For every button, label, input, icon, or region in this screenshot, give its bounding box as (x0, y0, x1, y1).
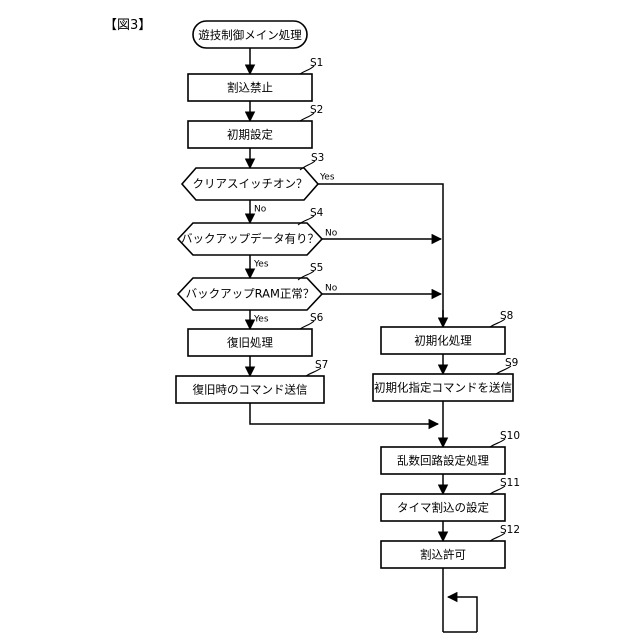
s10-shape (380, 446, 506, 475)
s5-label: バックアップRAM正常？ (186, 287, 315, 301)
s4-leader (297, 215, 315, 226)
s9-label: 初期化指定コマンドを送信 (374, 381, 512, 395)
s2-step: S2 (310, 104, 323, 116)
s11-step: S11 (500, 477, 520, 489)
s11-leader (489, 485, 506, 495)
s3-step: S3 (311, 152, 324, 164)
s6-leader (299, 320, 315, 330)
s1-leader (299, 65, 315, 75)
connector-s3-yes-to-trunk (318, 183, 444, 320)
s1-shape (187, 73, 313, 102)
start-label: 遊技制御メイン処理 (198, 28, 302, 42)
node-s3[interactable]: クリアスイッチオン？ S3 Yes No (180, 152, 335, 215)
s12-shape (380, 540, 506, 569)
s2-leader (299, 112, 315, 122)
s5-leader (297, 270, 315, 281)
connector-loop-back (446, 591, 478, 632)
node-s7[interactable]: 復旧時のコマンド送信 S7 (175, 359, 328, 404)
s4-shape (176, 222, 324, 256)
s6-label: 復旧処理 (227, 336, 273, 350)
s5-yes-label: Yes (253, 315, 269, 325)
s6-shape (187, 328, 313, 357)
node-s6[interactable]: 復旧処理 S6 (187, 312, 324, 357)
s9-leader (495, 365, 512, 375)
node-s1[interactable]: 割込禁止 S1 (187, 57, 323, 102)
s2-label: 初期設定 (227, 128, 273, 142)
s4-label: バックアップデータ有り？ (181, 232, 319, 246)
s8-shape (380, 326, 506, 355)
s7-shape (175, 375, 325, 404)
s11-shape (380, 493, 506, 522)
connector-group (244, 48, 478, 633)
start-shape (192, 20, 308, 49)
s4-step: S4 (310, 207, 324, 219)
s1-step: S1 (310, 57, 323, 69)
node-s9[interactable]: 初期化指定コマンドを送信 S9 (372, 357, 518, 402)
s3-label: クリアスイッチオン？ (193, 177, 308, 191)
node-s5[interactable]: バックアップRAM正常？ S5 No Yes (176, 262, 338, 325)
s11-label: タイマ割込の設定 (397, 501, 489, 515)
s10-step: S10 (500, 430, 520, 442)
node-s4[interactable]: バックアップデータ有り？ S4 No Yes (176, 207, 338, 270)
s4-yes-label: Yes (253, 260, 269, 270)
s4-no-label: No (325, 229, 338, 239)
s12-label: 割込許可 (420, 548, 466, 562)
s12-step: S12 (500, 524, 520, 536)
s7-leader (305, 367, 322, 377)
node-s10[interactable]: 乱数回路設定処理 S10 (380, 430, 520, 475)
s2-shape (187, 120, 313, 149)
s7-label: 復旧時のコマンド送信 (193, 383, 308, 397)
s8-label: 初期化処理 (414, 334, 472, 348)
s3-yes-label: Yes (319, 173, 335, 183)
s3-no-label: No (254, 205, 267, 215)
s1-label: 割込禁止 (227, 81, 273, 95)
node-start[interactable]: 遊技制御メイン処理 (192, 20, 308, 49)
s5-no-label: No (325, 284, 338, 294)
s9-shape (372, 373, 514, 402)
s7-step: S7 (315, 359, 328, 371)
s6-step: S6 (310, 312, 324, 324)
s8-step: S8 (500, 310, 513, 322)
node-s11[interactable]: タイマ割込の設定 S11 (380, 477, 520, 522)
node-s2[interactable]: 初期設定 S2 (187, 104, 323, 149)
s8-leader (489, 318, 506, 328)
s12-leader (489, 532, 506, 542)
node-s12[interactable]: 割込許可 S12 (380, 524, 520, 569)
s5-shape (176, 277, 324, 311)
s10-leader (489, 438, 506, 448)
s3-leader (299, 160, 316, 171)
s9-step: S9 (505, 357, 518, 369)
s5-step: S5 (310, 262, 323, 274)
figure-label: 【図3】 (104, 18, 152, 33)
connector-s7-to-merge (249, 403, 440, 430)
node-s8[interactable]: 初期化処理 S8 (380, 310, 513, 355)
s10-label: 乱数回路設定処理 (397, 454, 489, 468)
s3-shape (180, 167, 320, 201)
